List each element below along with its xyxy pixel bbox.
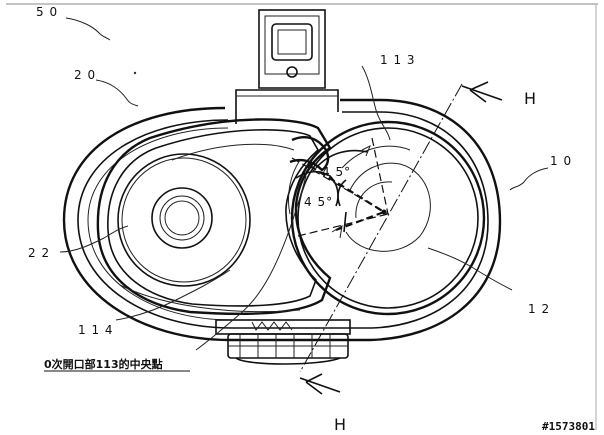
right-drum [290, 120, 486, 316]
section-label-h-bottom: H [334, 415, 347, 434]
label-20: 2 0 [74, 68, 96, 82]
section-label-h-top: H [524, 89, 537, 108]
label-50: 5 0 [36, 5, 58, 19]
inner-channel [96, 118, 332, 315]
speck [133, 71, 137, 75]
center-point-caption: 0次開口部113的中央點 [44, 357, 163, 371]
left-reel [117, 153, 251, 287]
outer-housing [62, 98, 502, 342]
angle-label-bottom: 4 5° [304, 195, 333, 209]
leader-lines [59, 17, 549, 351]
label-113: 1 1 3 [380, 53, 416, 67]
image-id-tag: #1573801 [542, 420, 595, 433]
label-12: 1 2 [528, 302, 550, 316]
top-connector [235, 9, 339, 124]
label-22: 2 2 [28, 246, 50, 260]
section-line-h [299, 81, 503, 395]
label-10: 1 0 [550, 154, 572, 168]
bottom-mechanism [215, 319, 351, 365]
angle-construction [291, 137, 389, 239]
label-114: 1 1 4 [78, 323, 114, 337]
angle-label-top: 4 5° [322, 165, 351, 179]
reference-labels: 5 0 2 0 1 1 3 1 0 2 2 1 2 1 1 4 4 5° 4 5… [28, 5, 572, 434]
